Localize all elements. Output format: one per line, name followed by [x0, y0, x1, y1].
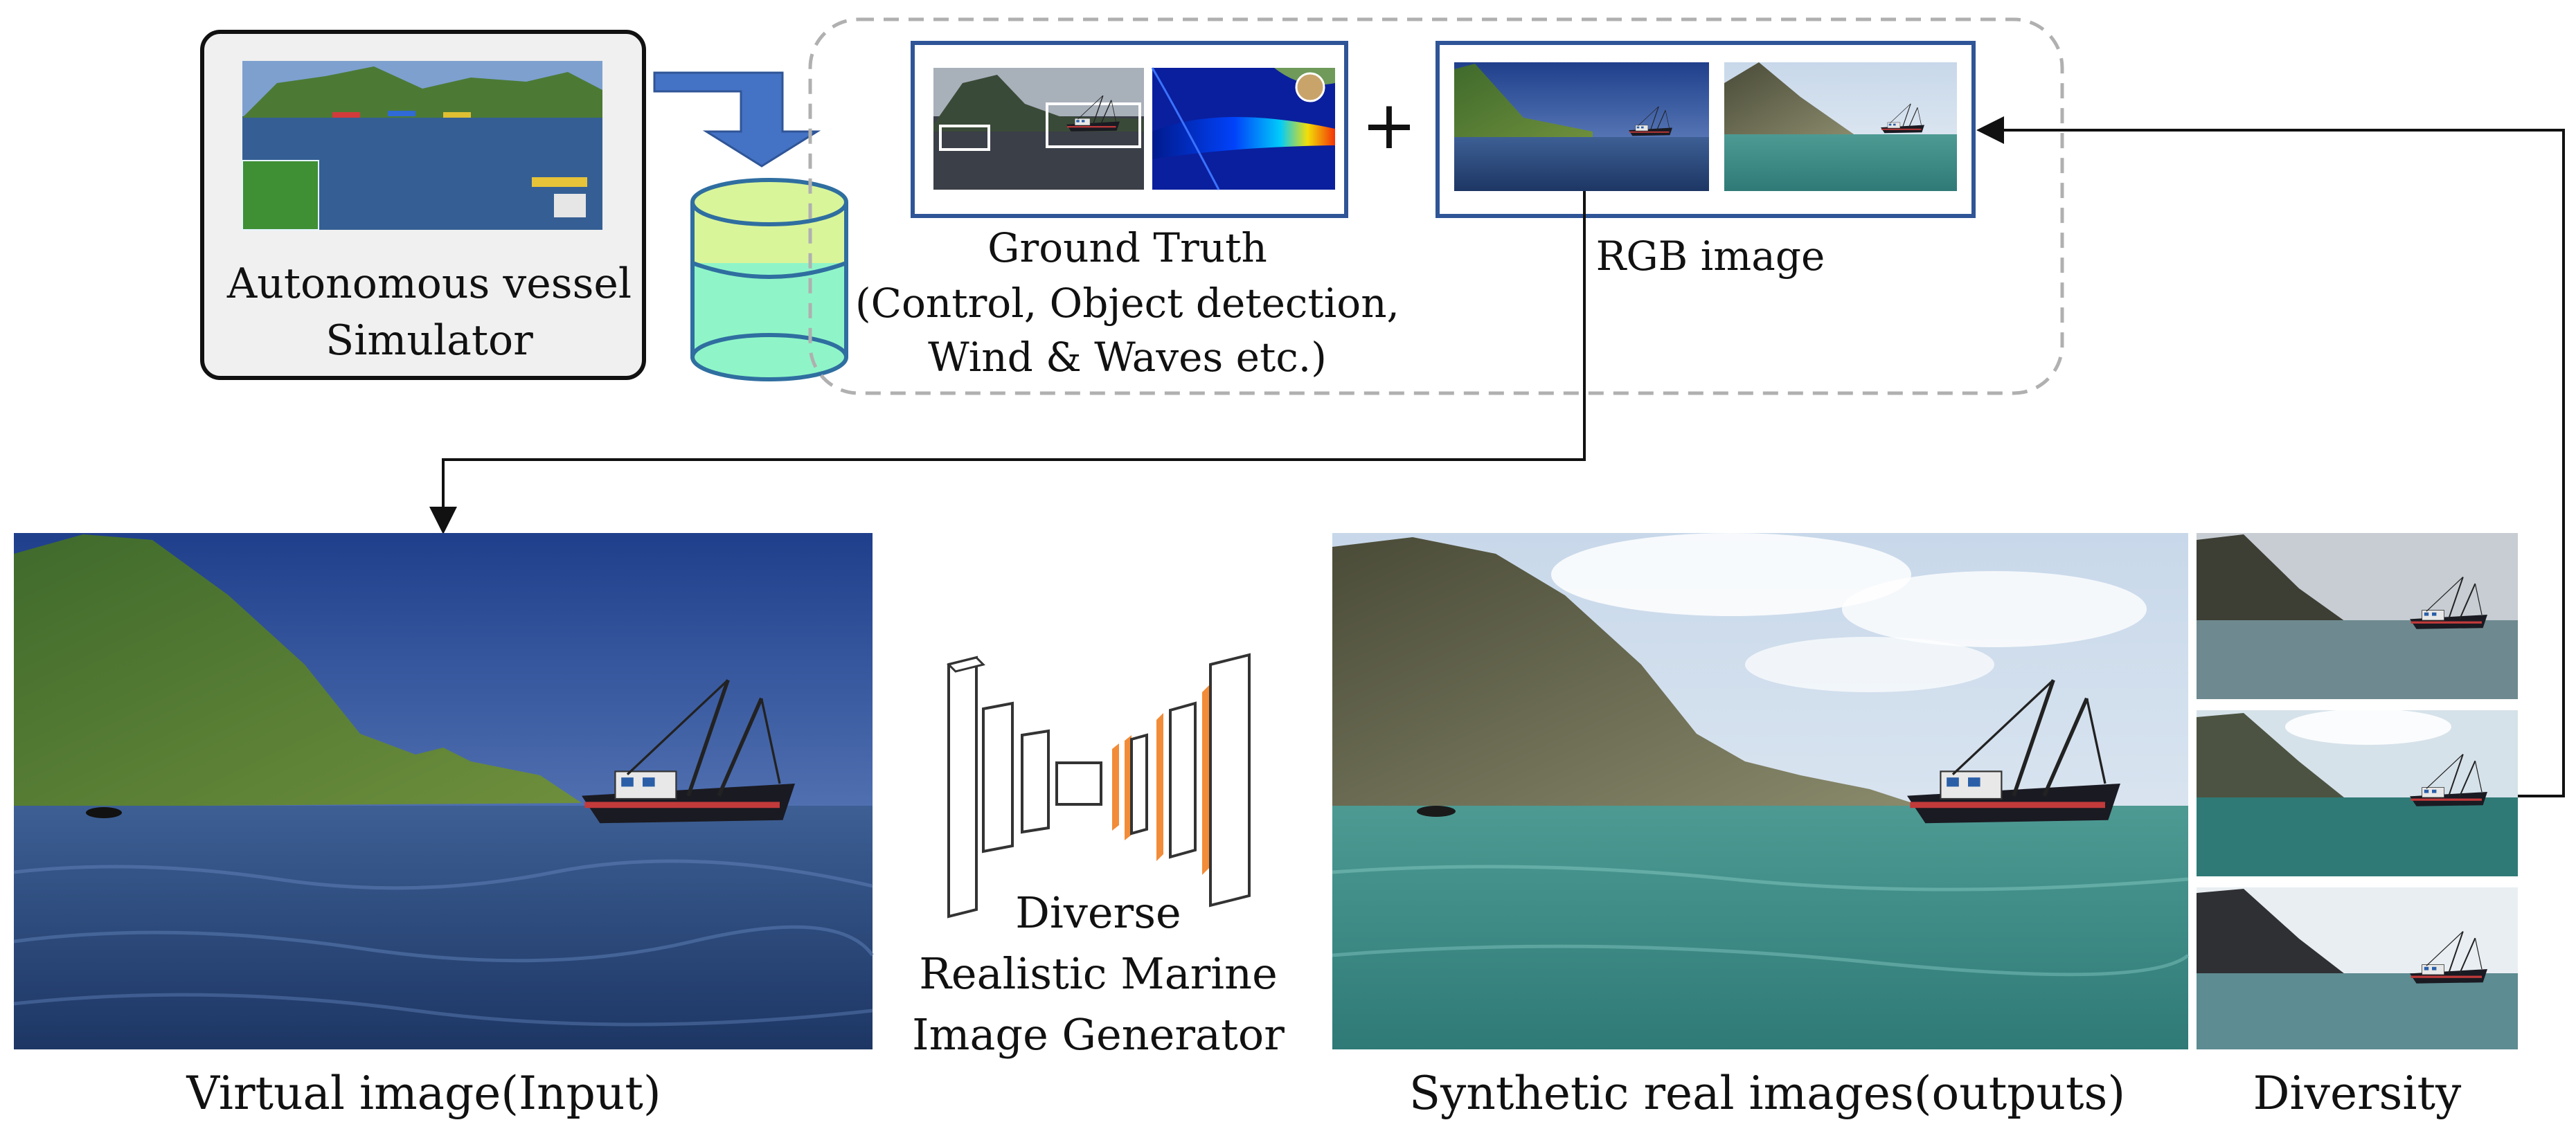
diversity-feedback-connector: [1976, 116, 2565, 797]
generator-label-line3: Image Generator: [912, 1009, 1285, 1060]
simulator-screenshot: [242, 61, 602, 231]
simulator-box: Autonomous vessel Simulator: [200, 30, 646, 380]
ground-truth-title: Ground Truth: [987, 224, 1267, 271]
plus-sign: +: [1361, 87, 1417, 164]
ground-truth-detail-line2: Wind & Waves etc.): [928, 334, 1327, 381]
to-database-arrow: [653, 71, 821, 168]
virtual-image: Virtual image(Input): [13, 533, 875, 1120]
wind-wave-heatmap: [1151, 67, 1335, 190]
detection-thumbnail: [933, 68, 1144, 190]
rgb-virtual-thumbnail: [1454, 62, 1709, 191]
generator-label-line1: Diverse: [1015, 887, 1181, 938]
diversity-label: Diversity: [2253, 1067, 2462, 1120]
dataset-dashed-frame: [808, 17, 2064, 395]
simulator-label-line2: Simulator: [325, 316, 533, 365]
database-icon: [690, 178, 848, 381]
simulator-label-line1: Autonomous vessel: [226, 260, 632, 308]
rgb-image-label: RGB image: [1596, 233, 1825, 280]
diversity-thumbnail-3: [2197, 887, 2518, 1049]
ground-truth-detail-line1: (Control, Object detection,: [855, 280, 1399, 327]
rgb-to-virtual-connector: [429, 191, 1586, 534]
diversity-thumbnail-2: [2197, 709, 2518, 876]
diversity-thumbnail-1: [2197, 533, 2518, 699]
synthetic-image-label: Synthetic real images(outputs): [1409, 1067, 2125, 1120]
synthetic-real-image: Synthetic real images(outputs): [1332, 533, 2190, 1120]
generator-label-line2: Realistic Marine: [919, 948, 1278, 999]
rgb-image-panel: RGB image: [1435, 41, 1976, 280]
virtual-image-label: Virtual image(Input): [186, 1067, 661, 1120]
ground-truth-panel: Ground Truth (Control, Object detection,…: [855, 41, 1399, 381]
rgb-real-thumbnail: [1724, 62, 1957, 191]
generator-network: Diverse Realistic Marine Image Generator: [912, 653, 1285, 1060]
diversity-stack: Diversity: [2197, 533, 2518, 1120]
